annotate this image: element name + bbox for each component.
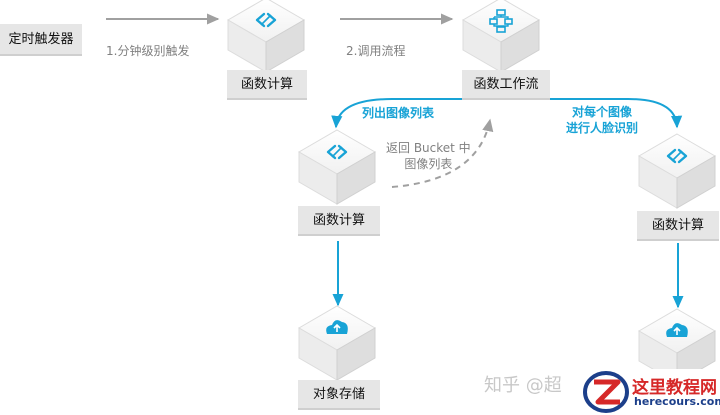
function-compute-cube-right bbox=[638, 133, 716, 209]
edge-label-list-images: 列出图像列表 bbox=[362, 106, 435, 120]
edge-left-function-return bbox=[391, 118, 494, 188]
function-compute-node-top-label: 函数计算 bbox=[227, 70, 307, 100]
function-compute-node-right-label: 函数计算 bbox=[637, 211, 719, 241]
site-logo-icon bbox=[583, 371, 629, 413]
function-compute-node-left-label: 函数计算 bbox=[298, 206, 380, 236]
edge-workflow-to-left-function bbox=[331, 98, 474, 129]
workflow-icon bbox=[489, 9, 513, 33]
function-compute-icon bbox=[326, 144, 348, 160]
edge-label-face-recognition-line2: 进行人脸识别 bbox=[566, 121, 639, 135]
edge-label-minute-trigger: 1.分钟级别触发 bbox=[106, 44, 190, 58]
edge-label-return-list-line2: 图像列表 bbox=[404, 157, 453, 171]
zhihu-watermark: 知乎 @超 bbox=[484, 375, 562, 396]
object-storage-node-left-label: 对象存储 bbox=[298, 380, 380, 410]
edge-label-face-recognition-line1: 对每个图像 bbox=[572, 105, 633, 119]
edge-label-face-recognition: 对每个图像 进行人脸识别 bbox=[566, 104, 638, 136]
site-url: herecours.com bbox=[634, 395, 720, 408]
function-compute-icon bbox=[255, 12, 277, 28]
site-logo-watermark: 这里教程网 herecours.com bbox=[580, 369, 720, 415]
trigger-node: 定时触发器 bbox=[0, 24, 82, 56]
function-compute-icon bbox=[666, 148, 688, 164]
edge-label-invoke-flow: 2.调用流程 bbox=[346, 44, 406, 58]
site-title: 这里教程网 bbox=[632, 378, 717, 398]
edge-workflow-to-right-function bbox=[544, 98, 683, 129]
edge-label-return-list: 返回 Bucket 中 图像列表 bbox=[386, 140, 471, 172]
workflow-node-label: 函数工作流 bbox=[462, 70, 550, 100]
object-storage-icon bbox=[666, 323, 688, 337]
object-storage-cube-left bbox=[298, 305, 376, 381]
function-compute-cube-top bbox=[227, 0, 305, 73]
object-storage-icon bbox=[326, 320, 348, 334]
function-compute-cube-left bbox=[298, 129, 376, 205]
workflow-cube bbox=[462, 0, 540, 73]
edge-label-return-list-line1: 返回 Bucket 中 bbox=[386, 141, 471, 155]
